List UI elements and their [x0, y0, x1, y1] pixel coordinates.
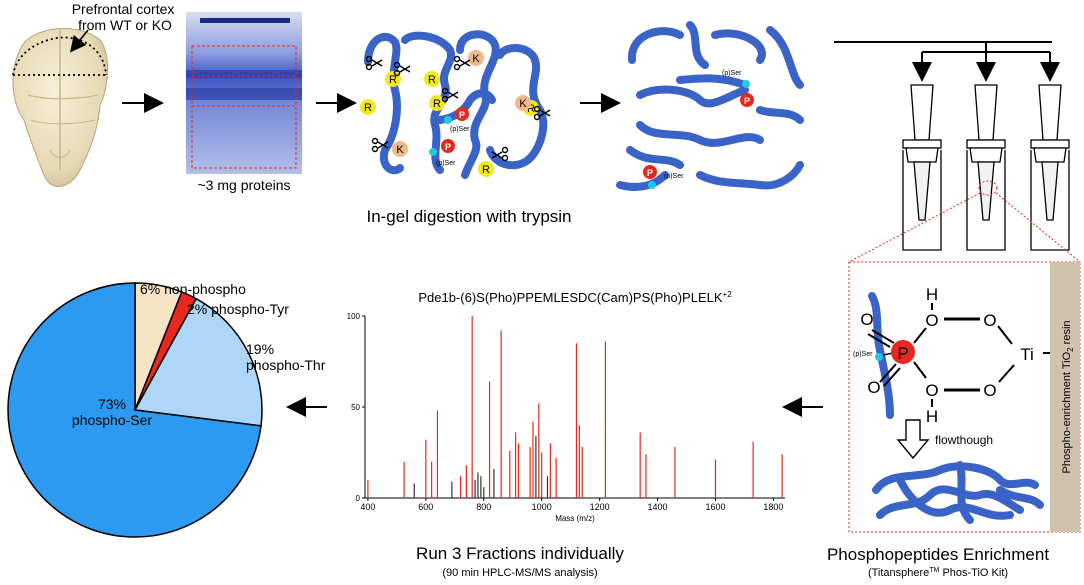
svg-text:H: H — [926, 407, 938, 426]
svg-text:P: P — [647, 168, 653, 178]
svg-text:(p)Ser: (p)Ser — [722, 70, 742, 77]
scissors-icon — [365, 55, 551, 162]
spectrum-xlabel: Mass (m/z) — [555, 514, 595, 523]
gel-fraction-3 — [191, 105, 297, 169]
pie-label-thr: phospho-Thr — [246, 357, 326, 373]
pie-label-tyr: 2% phospho-Tyr — [187, 301, 289, 317]
residue-k-2 — [392, 141, 408, 157]
enrichment-subtitle: (TitansphereTM Phos-TiO Kit) — [868, 567, 1008, 579]
spectrum-ytick-label: 100 — [347, 312, 361, 321]
pie-slice-phospho-Thr — [133, 297, 263, 427]
pie-label-ser-pct: 73% — [98, 396, 126, 412]
svg-text:P: P — [459, 110, 465, 120]
svg-text:Ti: Ti — [1020, 345, 1034, 364]
svg-text:K: K — [472, 53, 480, 65]
flowthrough-label: flowthough — [935, 433, 993, 447]
spectrum-ytick-label: 50 — [351, 403, 360, 412]
svg-text:R: R — [428, 74, 436, 86]
pie-label-non: 6% non-phospho — [140, 281, 246, 297]
spectrum-xtick-label: 400 — [360, 502, 375, 512]
residue-r-5 — [478, 161, 494, 177]
tube-1 — [902, 84, 942, 251]
svg-text:K: K — [519, 98, 527, 110]
svg-text:P: P — [897, 344, 908, 363]
svg-text:(p)Ser: (p)Ser — [853, 351, 873, 358]
spectrum-xtick-label: 1800 — [763, 502, 783, 512]
svg-text:O: O — [983, 311, 996, 330]
svg-text:P: P — [445, 142, 451, 152]
tip-tubes — [902, 84, 1070, 251]
svg-text:R: R — [527, 103, 535, 115]
spectrum-title: Pde1b-(6)S(Pho)PPEMLESDC(Cam)PS(Pho)PLEL… — [418, 290, 732, 305]
tio2-binding-chemistry: (p)Ser P O O H O O Ti O O H — [853, 285, 1050, 426]
svg-text:R: R — [364, 102, 372, 114]
tube-2 — [966, 84, 1006, 251]
gel-image — [186, 12, 302, 174]
enrichment-title: Phosphopeptides Enrichment — [827, 545, 1049, 564]
spectrum-xtick-label: 600 — [418, 502, 433, 512]
resin-label: Phospho-enrichment TiO2 resin — [1061, 320, 1075, 473]
svg-text:R: R — [433, 98, 441, 110]
spectrum-xtick-label: 1600 — [705, 502, 725, 512]
pie-label-thr-pct: 19% — [246, 341, 274, 357]
digestion-residues: R R R R R R K K K P (p)Ser P (p)Ser — [360, 50, 551, 177]
flowthrough-arrow — [896, 419, 930, 460]
run-subtitle: (90 min HPLC-MS/MS analysis) — [442, 567, 597, 579]
svg-text:R: R — [482, 164, 490, 176]
peptide-phospho-sites: P (p)Ser P (p)Ser — [643, 70, 754, 189]
pie-label-ser: phospho-Ser — [72, 412, 153, 428]
residue-k-3 — [515, 95, 531, 111]
prefrontal-dotted-outline — [12, 36, 107, 76]
svg-text:R: R — [389, 74, 397, 86]
svg-text:P: P — [744, 96, 750, 106]
residue-k-1 — [468, 50, 484, 66]
spectrum-xtick-label: 1400 — [648, 502, 668, 512]
spectrum-xtick-label: 800 — [476, 502, 491, 512]
gel-label: ~3 mg proteins — [198, 177, 291, 193]
resin-bar — [1050, 262, 1080, 532]
residue-r-1 — [360, 99, 376, 115]
run-title: Run 3 Fractions individually — [416, 544, 624, 563]
spectrum-ytick-label: 0 — [356, 494, 361, 503]
unbound-peptides — [872, 461, 1044, 524]
phospho-pie-chart — [7, 282, 263, 538]
residue-r-4 — [424, 71, 440, 87]
spectrum-xtick-label: 1000 — [532, 502, 552, 512]
tube-3 — [1030, 84, 1070, 251]
svg-text:K: K — [396, 144, 404, 156]
svg-text:O: O — [983, 381, 996, 400]
svg-text:H: H — [926, 285, 938, 304]
svg-text:(p)Ser: (p)Ser — [436, 160, 456, 167]
brain-image — [12, 28, 109, 187]
mass-spectrum: Pde1b-(6)S(Pho)PPEMLESDC(Cam)PS(Pho)PLEL… — [347, 290, 785, 523]
brain-label-arrow — [70, 29, 89, 53]
digestion-caption: In-gel digestion with trypsin — [366, 207, 571, 226]
phosphate-p — [891, 340, 915, 364]
svg-text:O: O — [925, 381, 938, 400]
fraction-split-arrows — [834, 41, 1060, 82]
svg-text:(p)Ser: (p)Ser — [450, 126, 470, 133]
tip-zoom-marker — [978, 180, 998, 196]
svg-text:O: O — [867, 378, 880, 397]
svg-text:O: O — [860, 310, 873, 329]
svg-text:(p)Ser: (p)Ser — [664, 173, 684, 180]
residue-r-3 — [429, 95, 445, 111]
brain-label: Prefrontal cortex from WT or KO — [72, 1, 179, 33]
pie-slice-phospho-Ser — [7, 282, 262, 538]
peptide-fragments — [616, 21, 804, 191]
svg-text:O: O — [925, 311, 938, 330]
spectrum-xtick-label: 1200 — [590, 502, 610, 512]
